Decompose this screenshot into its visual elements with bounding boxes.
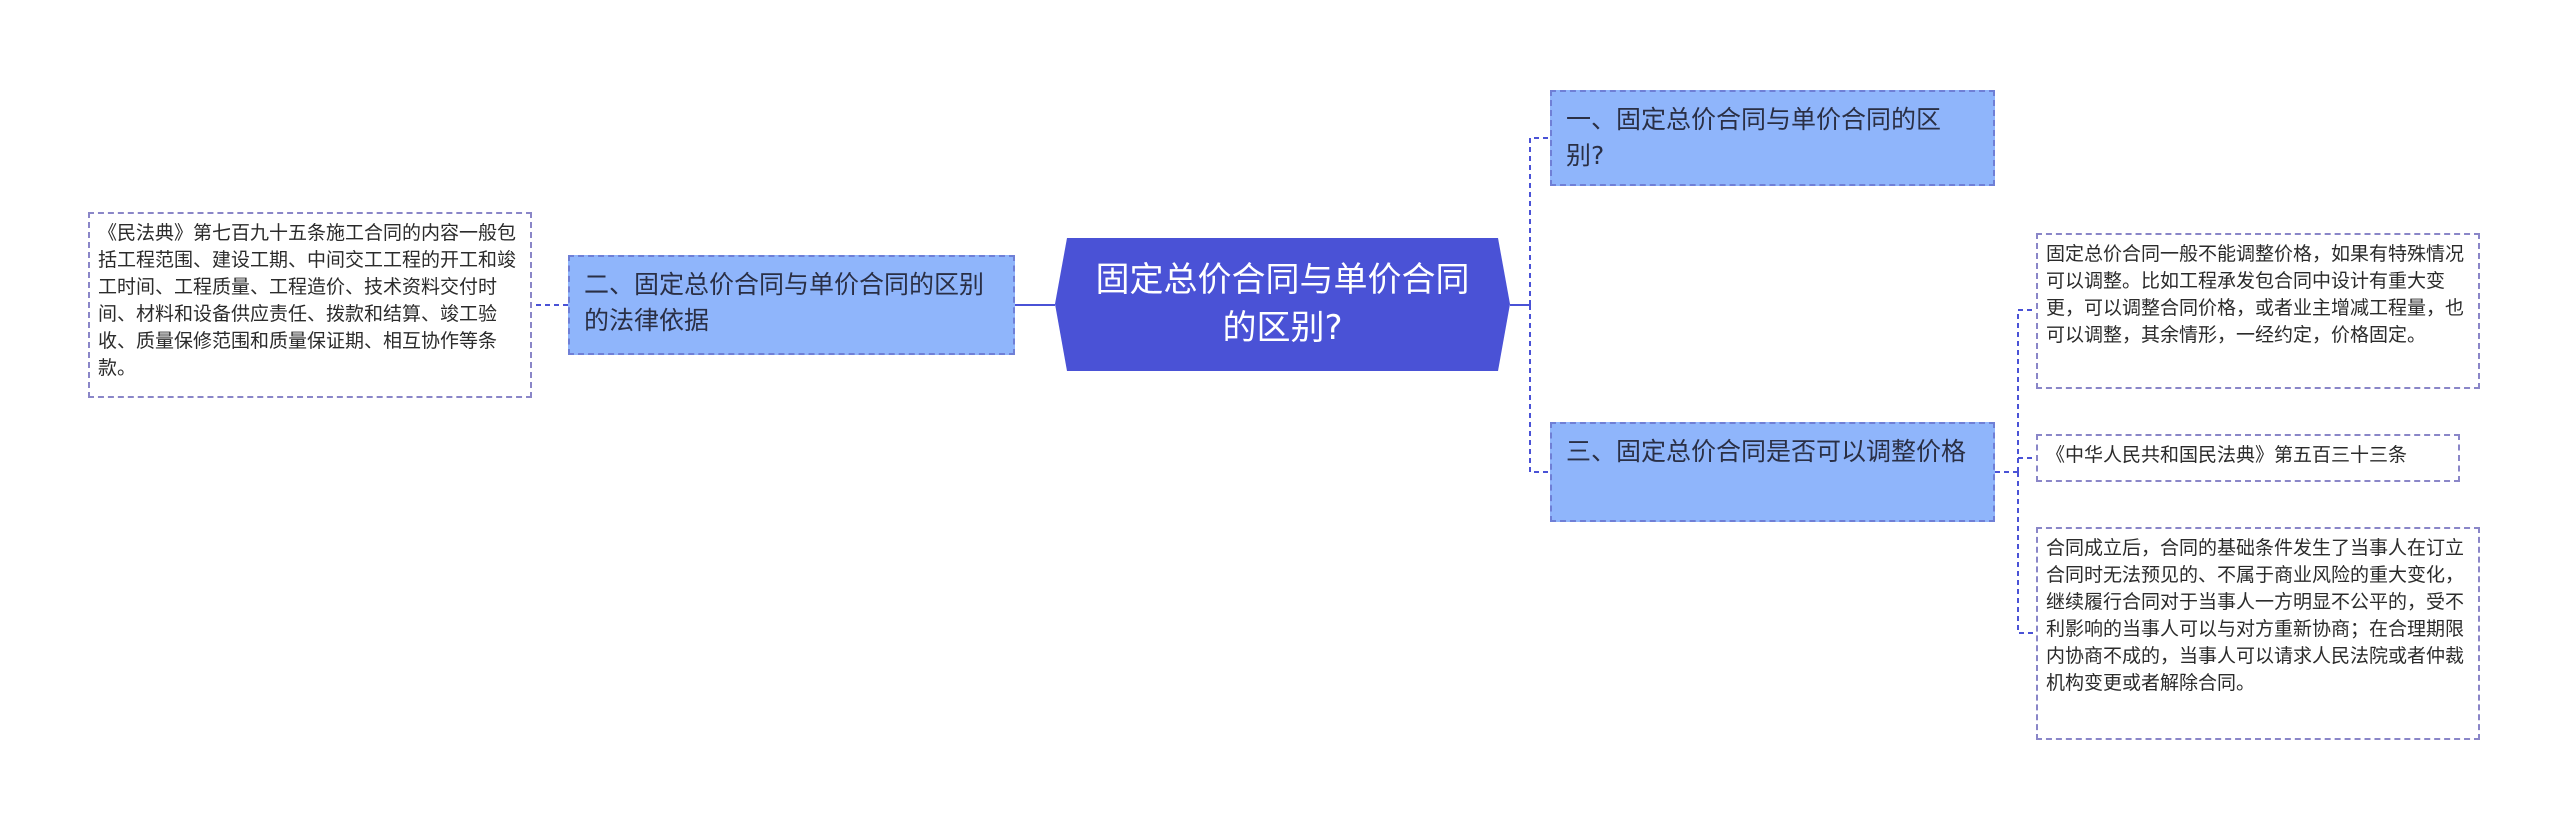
branch-difference-label: 一、固定总价合同与单价合同的区别? xyxy=(1566,105,1942,170)
leaf-renegotiate-text: 合同成立后，合同的基础条件发生了当事人在订立合同时无法预见的、不属于商业风险的重… xyxy=(2046,537,2465,694)
leaf-renegotiate[interactable]: 合同成立后，合同的基础条件发生了当事人在订立合同时无法预见的、不属于商业风险的重… xyxy=(2036,527,2480,740)
leaf-law-reference-text: 《中华人民共和国民法典》第五百三十三条 xyxy=(2046,444,2408,466)
branch-price-adjustment[interactable]: 三、固定总价合同是否可以调整价格 xyxy=(1550,422,1995,522)
connector-to-adjust xyxy=(2017,309,2036,472)
branch-legal-basis[interactable]: 二、固定总价合同与单价合同的区别的法律依据 xyxy=(568,255,1015,355)
branch-legal-basis-label: 二、固定总价合同与单价合同的区别的法律依据 xyxy=(584,270,985,335)
leaf-law-reference[interactable]: 《中华人民共和国民法典》第五百三十三条 xyxy=(2036,434,2460,482)
connector-to-renegotiate xyxy=(2017,472,2036,634)
leaf-law-content[interactable]: 《民法典》第七百九十五条施工合同的内容一般包括工程范围、建设工期、中间交工工程的… xyxy=(88,212,532,398)
branch-price-adjustment-label: 三、固定总价合同是否可以调整价格 xyxy=(1566,437,1967,466)
root-node[interactable]: 固定总价合同与单价合同的区别? xyxy=(1055,238,1510,371)
branch-difference[interactable]: 一、固定总价合同与单价合同的区别? xyxy=(1550,90,1995,186)
connector-to-branch1 xyxy=(1529,137,1550,305)
root-title: 固定总价合同与单价合同的区别? xyxy=(1095,259,1470,348)
leaf-law-content-text: 《民法典》第七百九十五条施工合同的内容一般包括工程范围、建设工期、中间交工工程的… xyxy=(98,222,517,379)
leaf-adjust-explain-text: 固定总价合同一般不能调整价格，如果有特殊情况可以调整。比如工程承发包合同中设计有… xyxy=(2046,243,2465,346)
connector-to-branch3 xyxy=(1529,305,1550,473)
root-shape xyxy=(1055,238,1510,371)
leaf-adjust-explain[interactable]: 固定总价合同一般不能调整价格，如果有特殊情况可以调整。比如工程承发包合同中设计有… xyxy=(2036,233,2480,389)
